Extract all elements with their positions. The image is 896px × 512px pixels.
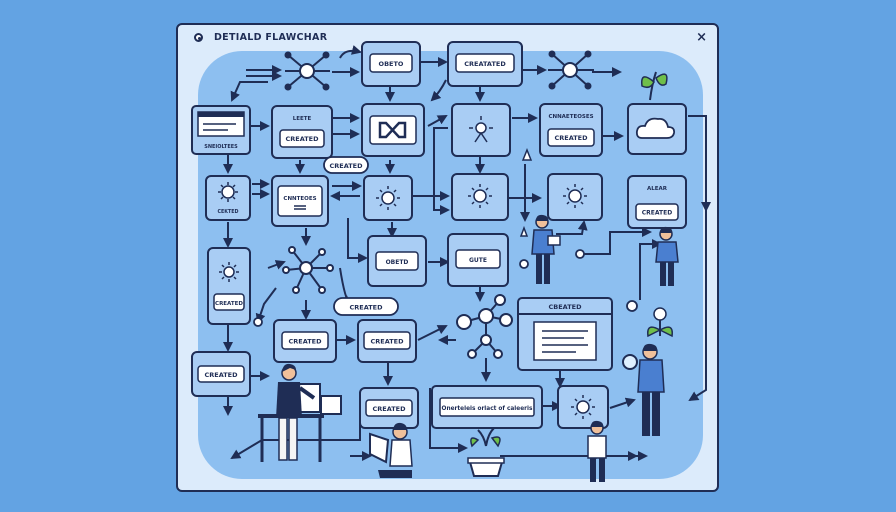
sun-icon bbox=[563, 184, 587, 208]
sun-icon bbox=[219, 262, 239, 282]
plant-icon bbox=[641, 71, 668, 101]
node-created-b[interactable]: CREATED bbox=[357, 319, 417, 363]
node-sun-right[interactable] bbox=[547, 173, 603, 221]
network-hub-icon bbox=[284, 51, 330, 91]
node-label: CREATED bbox=[204, 371, 238, 379]
flower-icon bbox=[653, 307, 667, 321]
gear-icon bbox=[218, 182, 238, 202]
node-label: CEKTED bbox=[217, 209, 238, 215]
triangle-marker-icon bbox=[521, 147, 533, 161]
node-gute[interactable]: GUTE bbox=[447, 233, 509, 287]
connector bbox=[433, 127, 450, 215]
connector bbox=[427, 115, 448, 127]
node-created-a[interactable]: CREATED bbox=[273, 319, 337, 363]
link-icon bbox=[378, 121, 407, 139]
sun-icon bbox=[469, 116, 493, 143]
magnifier-icon bbox=[622, 354, 638, 370]
node-alear[interactable]: ALEAR CREATED bbox=[627, 175, 687, 229]
node-browser-window[interactable]: SNEIOLTEES bbox=[191, 105, 251, 155]
node-label: CREATED bbox=[288, 338, 322, 346]
connectors bbox=[223, 45, 711, 461]
plant-pot-icon bbox=[467, 427, 505, 477]
node-label: CREATED bbox=[642, 210, 672, 217]
connector bbox=[267, 260, 286, 270]
node-label: CREATED bbox=[370, 338, 404, 346]
connector bbox=[609, 397, 636, 409]
node-leete[interactable]: LEETE CREATED bbox=[271, 105, 333, 159]
connector bbox=[556, 220, 588, 235]
connector bbox=[639, 239, 662, 300]
window-title: DETIALD FLAWCHAR bbox=[214, 32, 328, 43]
node-label: CREATED bbox=[554, 134, 588, 142]
connector bbox=[688, 115, 711, 212]
connector bbox=[688, 210, 707, 402]
node-caption: ALEAR bbox=[647, 186, 668, 192]
person-with-laptop-illustration bbox=[369, 422, 413, 478]
node-cbeated-panel[interactable]: CBEATED bbox=[517, 297, 613, 371]
status-pill: CREATED bbox=[323, 156, 369, 174]
node-caption: CNNAETEOSES bbox=[548, 114, 593, 120]
connector bbox=[347, 218, 368, 263]
person-walking-illustration bbox=[587, 420, 607, 482]
status-pill: CREATED bbox=[333, 297, 399, 316]
node-caption: SNEIOLTEES bbox=[204, 144, 238, 150]
node-created-c[interactable]: CREATED bbox=[359, 387, 419, 429]
sun-icon bbox=[468, 184, 492, 208]
node-label: CREATATED bbox=[464, 60, 506, 68]
node-sun-process[interactable] bbox=[451, 103, 511, 157]
node-label: Onerteleis orlact of caleeris bbox=[442, 406, 533, 412]
node-caption: LEETE bbox=[293, 116, 312, 122]
node-label: CREATED bbox=[285, 135, 319, 143]
cloud-icon bbox=[635, 117, 676, 139]
network-hub-icon bbox=[548, 50, 594, 90]
node-label: OBETD bbox=[386, 259, 409, 266]
connector bbox=[429, 388, 468, 453]
connector-dots bbox=[253, 249, 638, 327]
tree-network-icon bbox=[456, 294, 513, 359]
node-cloud[interactable] bbox=[627, 103, 687, 155]
node-label: CREATED bbox=[215, 301, 243, 307]
node-sun-medium[interactable] bbox=[451, 173, 509, 221]
person-at-desk-illustration bbox=[258, 363, 342, 462]
connector bbox=[255, 287, 277, 324]
node-cnnteoes[interactable]: CNNTEOES bbox=[271, 175, 329, 227]
node-infinity[interactable] bbox=[361, 103, 425, 157]
node-cekted[interactable]: CEKTED bbox=[205, 175, 251, 221]
node-created-left[interactable]: CREATED bbox=[191, 351, 251, 397]
connector bbox=[430, 79, 447, 102]
node-cnnaeteoses[interactable]: CNNAETEOSES CREATED bbox=[539, 103, 603, 157]
connector bbox=[339, 45, 362, 59]
panel-title: CBEATED bbox=[549, 303, 583, 311]
network-hub-icon bbox=[282, 246, 334, 294]
person-standing-illustration bbox=[531, 214, 561, 284]
node-obeto[interactable]: OBETO bbox=[361, 41, 421, 87]
node-sun-tall[interactable]: CREATED bbox=[207, 247, 251, 325]
person-right-illustration bbox=[655, 226, 679, 286]
sun-icon bbox=[376, 186, 400, 210]
node-sun-small[interactable] bbox=[363, 175, 413, 221]
node-label: CREATED bbox=[372, 405, 406, 413]
node-obetd[interactable]: OBETD bbox=[367, 235, 427, 287]
node-creatated[interactable]: CREATATED bbox=[447, 41, 523, 87]
title-bar: DETIALD FLAWCHAR × bbox=[178, 25, 717, 53]
sun-icon bbox=[571, 395, 595, 419]
window-status-icon bbox=[194, 33, 203, 42]
node-label: GUTE bbox=[469, 257, 487, 264]
node-sun-bottom[interactable] bbox=[557, 385, 609, 429]
connector bbox=[580, 227, 652, 255]
node-label: CNNTEOES bbox=[283, 196, 316, 202]
person-magnifier-illustration bbox=[622, 307, 673, 436]
connector bbox=[230, 81, 268, 102]
node-long-description[interactable]: Onerteleis orlact of caleeris bbox=[431, 385, 543, 429]
close-button[interactable]: × bbox=[696, 30, 707, 45]
droplet-marker-icon bbox=[519, 225, 529, 237]
pill-label: CREATED bbox=[329, 162, 363, 170]
connector bbox=[230, 420, 361, 460]
pill-label: CREATED bbox=[349, 304, 383, 312]
connector bbox=[417, 325, 448, 341]
node-label: OBETO bbox=[379, 60, 404, 68]
